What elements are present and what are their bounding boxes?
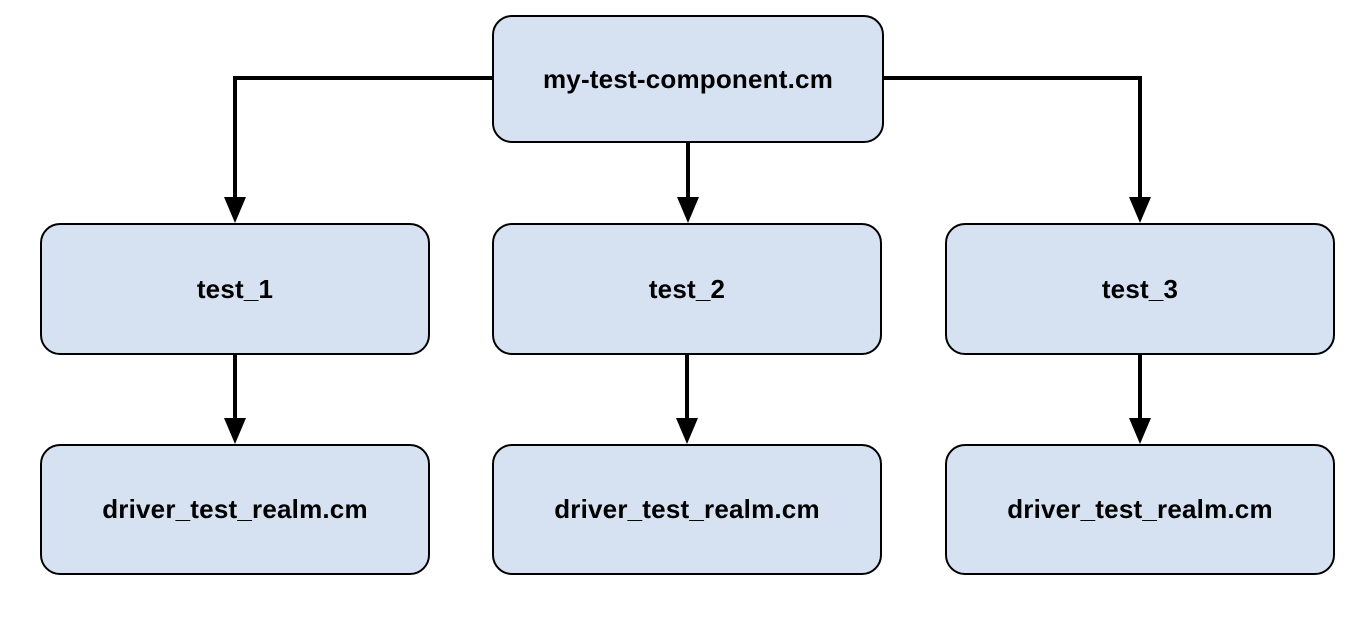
node-driver-test-realm-1: driver_test_realm.cm [40,444,430,575]
node-driver-test-realm-3: driver_test_realm.cm [945,444,1335,575]
node-label: driver_test_realm.cm [102,494,368,524]
node-label: test_1 [196,273,274,304]
edge-test3-driver3 [1129,355,1151,444]
node-label: test_3 [1101,273,1179,304]
node-label: driver_test_realm.cm [1007,494,1273,524]
edge-root-test2 [677,143,699,223]
node-driver-test-realm-2: driver_test_realm.cm [492,444,882,575]
node-my-test-component: my-test-component.cm [492,15,884,143]
node-label: my-test-component.cm [542,63,834,94]
edge-root-test3 [884,76,1151,223]
node-label: test_2 [648,273,726,304]
node-test-1: test_1 [40,223,430,355]
edge-root-test1 [224,76,492,223]
edge-test1-driver1 [224,355,246,444]
edge-test2-driver2 [676,355,698,444]
node-label: driver_test_realm.cm [554,494,820,524]
node-test-2: test_2 [492,223,882,355]
node-test-3: test_3 [945,223,1335,355]
